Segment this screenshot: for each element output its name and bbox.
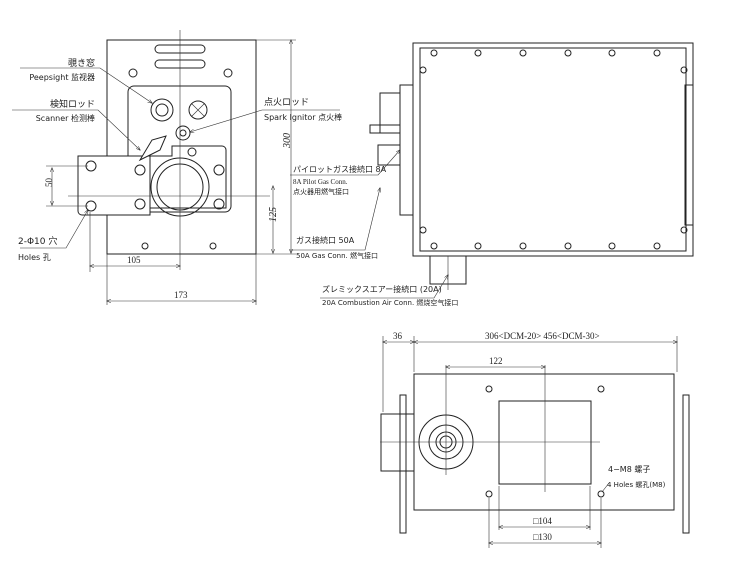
burner-stub bbox=[380, 413, 415, 472]
peepsight-label-en: Peepsight 监视器 bbox=[29, 72, 95, 82]
dim-300: 300 bbox=[282, 133, 293, 149]
peepsight-label-jp: 覗き窓 bbox=[68, 57, 95, 69]
dim-130: □130 bbox=[533, 532, 552, 542]
peepsight bbox=[150, 98, 174, 122]
pilot-gas-label-en: 8A Pilot Gas Conn. bbox=[293, 178, 348, 186]
right-leg bbox=[682, 394, 690, 534]
dim-173: 173 bbox=[174, 290, 188, 300]
air-label-jp: ズレミックスエアー接続口 (20A) bbox=[322, 284, 442, 294]
bolt-holes bbox=[85, 68, 233, 250]
scanner-label-jp: 検知ロッド bbox=[50, 98, 95, 110]
dim-105: 105 bbox=[127, 255, 141, 265]
air-label-en: 20A Combustion Air Conn. 燃烧空气接口 bbox=[322, 298, 458, 307]
pilot-gas-port bbox=[377, 144, 401, 166]
burner-block bbox=[399, 84, 414, 216]
peepsight-body bbox=[379, 92, 401, 134]
holes-label-jp: 2-Φ10 穴 bbox=[18, 235, 57, 247]
scanner-rod bbox=[138, 135, 167, 162]
burner-plate bbox=[149, 145, 227, 209]
dim-125: 125 bbox=[268, 207, 279, 222]
right-bracket bbox=[684, 84, 694, 226]
holes-label-en: Holes 孔 bbox=[18, 253, 51, 262]
ignitor-label-jp: 点火ロッド bbox=[264, 97, 309, 108]
inner-plate bbox=[127, 85, 232, 213]
ignitor-label-en: Spark Ignitor 点火棒 bbox=[264, 112, 342, 122]
gas-label-en: 50A Gas Conn. 燃气接口 bbox=[296, 251, 378, 260]
side-view: パイロットガス接続口 8A 8A Pilot Gas Conn. 点火器用燃气接… bbox=[290, 42, 694, 307]
front-view: 覗き窓 Peepsight 监视器 検知ロッド Scanner 检测棒 点火ロッ… bbox=[12, 30, 342, 305]
bottom-view: 36 306<DCM-20> 456<DCM-30> 122 4−M8 螺子 4… bbox=[380, 331, 690, 548]
front-plate bbox=[106, 39, 257, 255]
gas-label-jp: ガス接続口 50A bbox=[296, 235, 355, 245]
dim-50: 50 bbox=[44, 178, 54, 188]
housing bbox=[412, 42, 694, 257]
dim-length: 306<DCM-20> 456<DCM-30> bbox=[485, 331, 600, 341]
m8-holes bbox=[485, 385, 605, 498]
pilot-gas-label-cn: 点火器用燃气接口 bbox=[293, 187, 349, 196]
m8-label-jp: 4−M8 螺子 bbox=[608, 464, 650, 474]
pilot-gas-label-jp: パイロットガス接続口 8A bbox=[293, 164, 387, 174]
dim-122: 122 bbox=[489, 356, 503, 366]
left-leg bbox=[399, 394, 407, 534]
scanner-label-en: Scanner 检测棒 bbox=[36, 113, 95, 123]
dim-36: 36 bbox=[393, 331, 403, 341]
scanner-body bbox=[369, 124, 401, 134]
m8-label-en: 4 Holes 螺孔(M8) bbox=[607, 480, 666, 489]
housing-bolts bbox=[419, 49, 688, 250]
scanner-port bbox=[188, 100, 208, 120]
spark-ignitor bbox=[175, 125, 191, 141]
dim-104: □104 bbox=[533, 516, 552, 526]
